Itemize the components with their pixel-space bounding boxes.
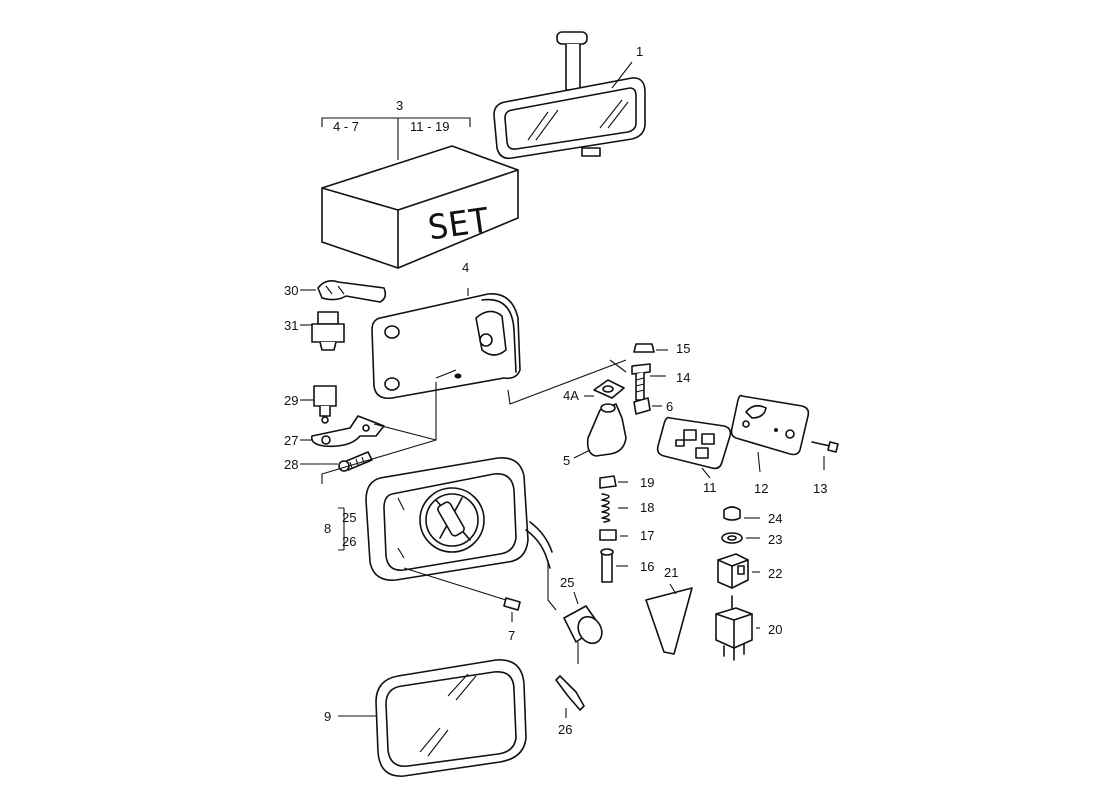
callout-21: 21: [664, 565, 678, 580]
callout-11: 11: [703, 480, 717, 495]
mirror-glass: 9: [324, 659, 527, 777]
callout-29: 29: [284, 393, 298, 408]
callout-9: 9: [324, 709, 331, 724]
callout-30: 30: [284, 283, 298, 298]
callout-22: 22: [768, 566, 782, 581]
callout-4a: 4A: [563, 388, 579, 403]
callout-31: 31: [284, 318, 298, 333]
adjustment-parts: 15 14 4A 6 5 19 18 17 16: [563, 341, 690, 583]
callout-15: 15: [676, 341, 690, 356]
callout-18: 18: [640, 500, 654, 515]
set-box: SET 3 4 - 7 11 - 19: [321, 98, 519, 269]
callout-3: 3: [396, 98, 403, 113]
assembly-leader-lines: [321, 359, 627, 484]
callout-19: 19: [640, 475, 654, 490]
callout-28: 28: [284, 457, 298, 472]
callout-8: 8: [324, 521, 331, 536]
callout-17: 17: [640, 528, 654, 543]
callout-4: 4: [462, 260, 469, 275]
set-box-label: SET: [425, 200, 491, 248]
screw-7: 7: [403, 567, 521, 643]
mirror-housing: 8 25 26: [324, 457, 557, 611]
set-range-a: 4 - 7: [333, 119, 359, 134]
mirror-base: 4: [371, 260, 521, 400]
glass-segment: 21: [645, 565, 693, 655]
callout-25-housing: 25: [342, 510, 356, 525]
set-range-b: 11 - 19: [410, 119, 450, 134]
callout-25: 25: [560, 575, 574, 590]
callout-24: 24: [768, 511, 782, 526]
callout-13: 13: [813, 481, 827, 496]
cover-and-screw: 12 13: [730, 394, 839, 496]
relay-parts: 24 23 22 20: [715, 506, 782, 661]
callout-6: 6: [666, 399, 673, 414]
callout-27: 27: [284, 433, 298, 448]
callout-20: 20: [768, 622, 782, 637]
interior-mirror: 1: [493, 31, 646, 160]
switch-plate: 11: [656, 416, 732, 495]
callout-5: 5: [563, 453, 570, 468]
bracket-and-screw: 27 28: [284, 415, 385, 472]
callout-14: 14: [676, 370, 690, 385]
callout-16: 16: [640, 559, 654, 574]
fittings-column: 30 31 29: [284, 280, 387, 424]
callout-1: 1: [636, 44, 643, 59]
callout-26: 26: [558, 722, 572, 737]
motor-and-connector: 25 26: [555, 575, 603, 737]
callout-26-housing: 26: [342, 534, 356, 549]
callout-7: 7: [508, 628, 515, 643]
callout-23: 23: [768, 532, 782, 547]
callout-12: 12: [754, 481, 768, 496]
